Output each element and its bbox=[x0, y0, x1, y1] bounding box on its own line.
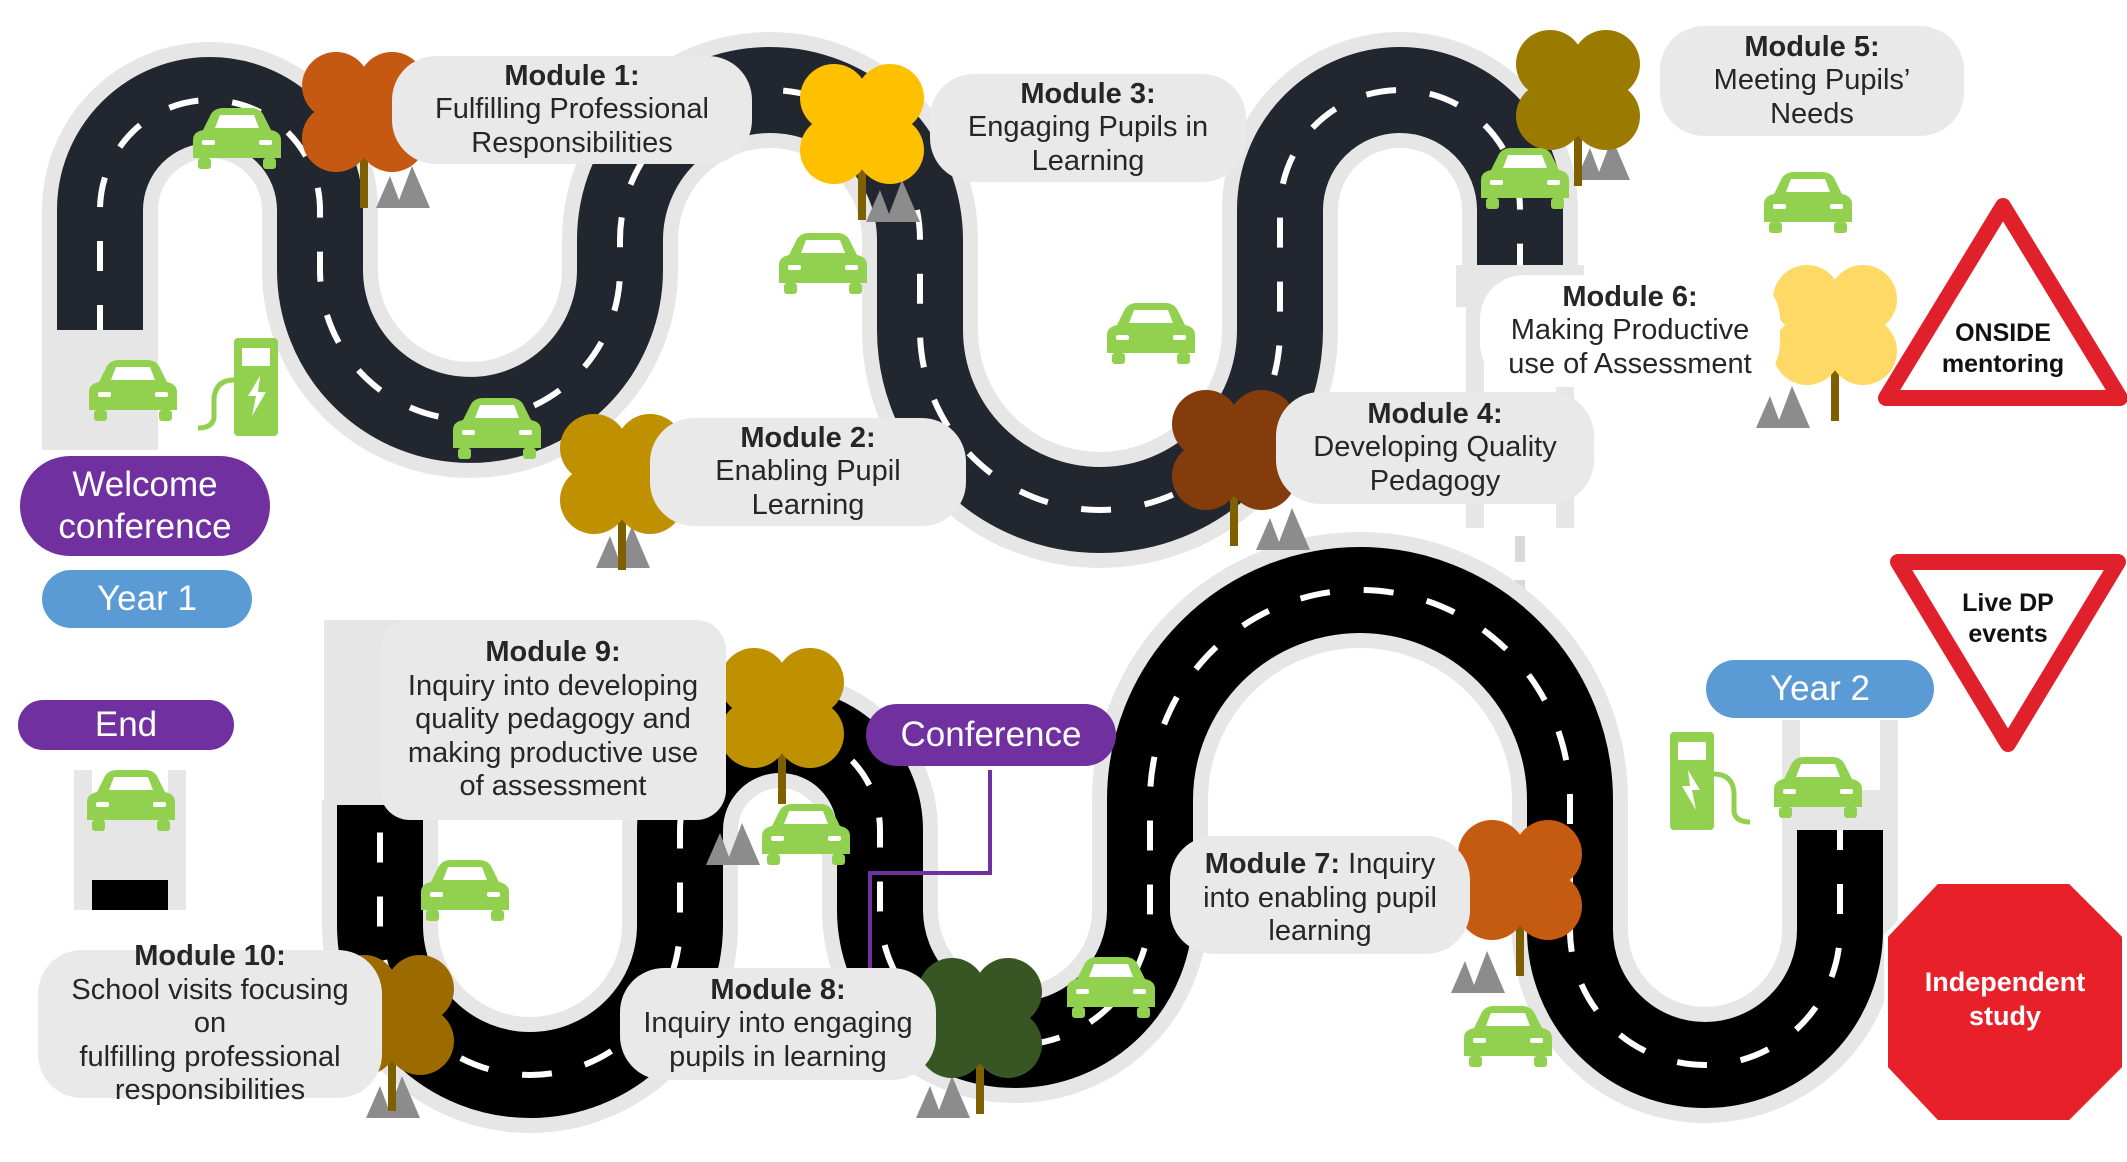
independent-study-label: Independent study bbox=[1924, 967, 2086, 1031]
module-6-label: Module 6: Making Productive use of Asses… bbox=[1480, 275, 1780, 387]
module-title: Module 5: bbox=[1744, 30, 1880, 63]
conference-connector bbox=[868, 770, 992, 980]
rock-icon bbox=[1256, 508, 1310, 550]
onside-mentoring-label: ONSIDE mentoring bbox=[1941, 319, 2065, 379]
charging-station-icon bbox=[198, 338, 278, 436]
module-description: Making Productive use of Assessment bbox=[1508, 314, 1752, 380]
module-description: Enabling Pupil Learning bbox=[715, 455, 901, 521]
module-description: Fulfilling Professional Responsibilities bbox=[434, 93, 709, 159]
tree-icon bbox=[1516, 30, 1640, 186]
tree-icon bbox=[800, 64, 924, 220]
module-title: Module 4: bbox=[1367, 397, 1503, 430]
module-title: Module 8: bbox=[710, 973, 846, 1006]
module-8-label: Module 8: Inquiry into engaging pupils i… bbox=[620, 968, 936, 1080]
module-5-label: Module 5: Meeting Pupils’ Needs bbox=[1660, 26, 1964, 136]
module-description: Inquiry into enabling pupil learning bbox=[1203, 848, 1437, 948]
year-2-badge: Year 2 bbox=[1706, 660, 1934, 718]
module-title: Module 1: bbox=[504, 59, 640, 92]
module-title: Module 10: bbox=[134, 939, 286, 972]
car-icon bbox=[1107, 303, 1195, 364]
rock-icon bbox=[1451, 951, 1505, 993]
tree-icon bbox=[1773, 265, 1897, 421]
module-title: Module 3: bbox=[1020, 77, 1156, 110]
module-description: Inquiry into developing quality pedagogy… bbox=[407, 669, 699, 803]
tree-group bbox=[302, 30, 1897, 1114]
warning-sign-icon bbox=[1878, 198, 2127, 406]
welcome-conference-badge: Welcome conference bbox=[20, 456, 270, 556]
stop-sign-icon bbox=[1884, 880, 2126, 1124]
yield-sign-icon bbox=[1890, 554, 2126, 752]
module-7-label: Module 7: Inquiry into enabling pupil le… bbox=[1170, 836, 1470, 954]
module-description: Inquiry into engaging pupils in learning bbox=[643, 1007, 913, 1073]
tree-icon bbox=[1172, 390, 1296, 546]
module-1-label: Module 1: Fulfilling Professional Respon… bbox=[392, 56, 752, 164]
tree-icon bbox=[720, 648, 844, 804]
conference-badge: Conference bbox=[866, 704, 1116, 766]
module-title: Module 6: bbox=[1562, 280, 1698, 313]
module-title: Module 9: bbox=[485, 635, 621, 668]
module-4-label: Module 4: Developing Quality Pedagogy bbox=[1276, 392, 1594, 504]
module-9-label: Module 9: Inquiry into developing qualit… bbox=[380, 620, 726, 820]
tree-icon bbox=[1458, 820, 1582, 976]
module-2-label: Module 2: Enabling Pupil Learning bbox=[650, 418, 966, 526]
year-1-badge: Year 1 bbox=[42, 570, 252, 628]
live-dp-events-label: Live DP events bbox=[1962, 589, 2054, 649]
module-description: Developing Quality Pedagogy bbox=[1313, 431, 1557, 497]
module-description: Engaging Pupils in Learning bbox=[967, 111, 1209, 177]
module-10-label: Module 10: School visits focusing on ful… bbox=[38, 940, 382, 1106]
module-description: School visits focusing on fulfilling pro… bbox=[71, 973, 349, 1107]
module-title: Module 7: bbox=[1204, 848, 1341, 880]
module-title: Module 2: bbox=[740, 421, 876, 454]
rock-icon bbox=[1756, 386, 1810, 428]
end-badge: End bbox=[18, 700, 234, 750]
module-3-label: Module 3: Engaging Pupils in Learning bbox=[930, 74, 1246, 182]
car-icon bbox=[1764, 172, 1852, 233]
charging-station-icon bbox=[1670, 732, 1750, 830]
module-description: Meeting Pupils’ Needs bbox=[1713, 64, 1911, 130]
car-icon bbox=[779, 233, 867, 294]
rock-icon bbox=[376, 166, 430, 208]
